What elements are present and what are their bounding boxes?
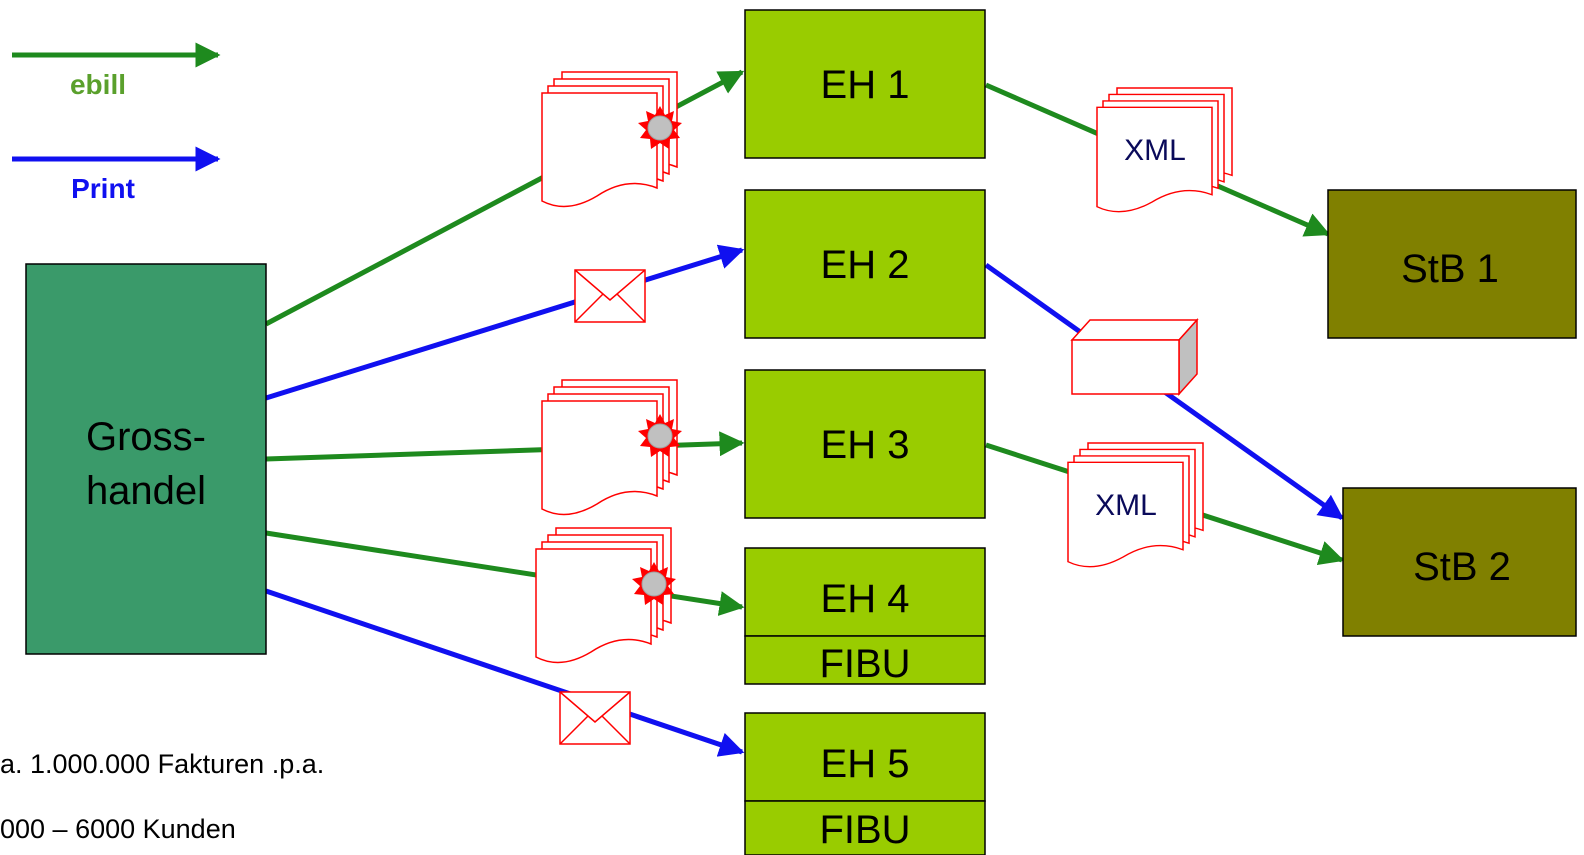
node-eh4: EH 4 FIBU (744, 547, 986, 686)
xml-document-2: XML (1067, 442, 1204, 568)
envelope-icon (574, 269, 646, 323)
grosshandel-label-line1: Gross- (86, 415, 206, 459)
document-stack-eh1 (541, 71, 683, 208)
eh4-fibu-label: FIBU (819, 642, 910, 686)
eh3-label: EH 3 (821, 423, 910, 467)
stats-invoices: a. 1.000.000 Fakturen .p.a. (0, 749, 324, 779)
node-eh1: EH 1 (744, 9, 986, 159)
eh5-fibu-label: FIBU (819, 808, 910, 852)
envelope-eh2 (574, 269, 646, 323)
eh1-label: EH 1 (821, 63, 910, 107)
edge-grosshandel-eh5 (265, 588, 745, 757)
package-box-icon (1070, 318, 1199, 396)
xml-document-1: XML (1096, 87, 1233, 213)
eh2-label: EH 2 (821, 243, 910, 287)
edge-grosshandel-eh2 (265, 244, 745, 401)
stb2-label: StB 2 (1413, 545, 1511, 589)
node-stb1: StB 1 (1327, 189, 1577, 339)
eh5-label: EH 5 (821, 742, 910, 786)
legend-print-label: Print (71, 173, 135, 204)
node-eh2: EH 2 (744, 189, 986, 339)
legend: ebill Print (12, 42, 221, 204)
stb1-label: StB 1 (1401, 247, 1499, 291)
document-stack-eh4 (535, 527, 677, 664)
legend-ebill-label: ebill (70, 69, 126, 100)
node-grosshandel: Gross- handel (25, 263, 267, 655)
grosshandel-label-line2: handel (86, 469, 206, 513)
stats-customers: 000 – 6000 Kunden (0, 814, 236, 844)
eh4-label: EH 4 (821, 577, 910, 621)
envelope-eh5 (559, 691, 631, 745)
xml-label-2: XML (1095, 489, 1157, 522)
document-stack-eh3 (541, 379, 683, 516)
node-eh5: EH 5 FIBU (744, 712, 986, 855)
envelope-icon (559, 691, 631, 745)
xml-label-1: XML (1124, 134, 1186, 167)
node-eh3: EH 3 (744, 369, 986, 519)
stats: a. 1.000.000 Fakturen .p.a. 000 – 6000 K… (0, 749, 324, 844)
node-stb2: StB 2 (1342, 487, 1577, 637)
